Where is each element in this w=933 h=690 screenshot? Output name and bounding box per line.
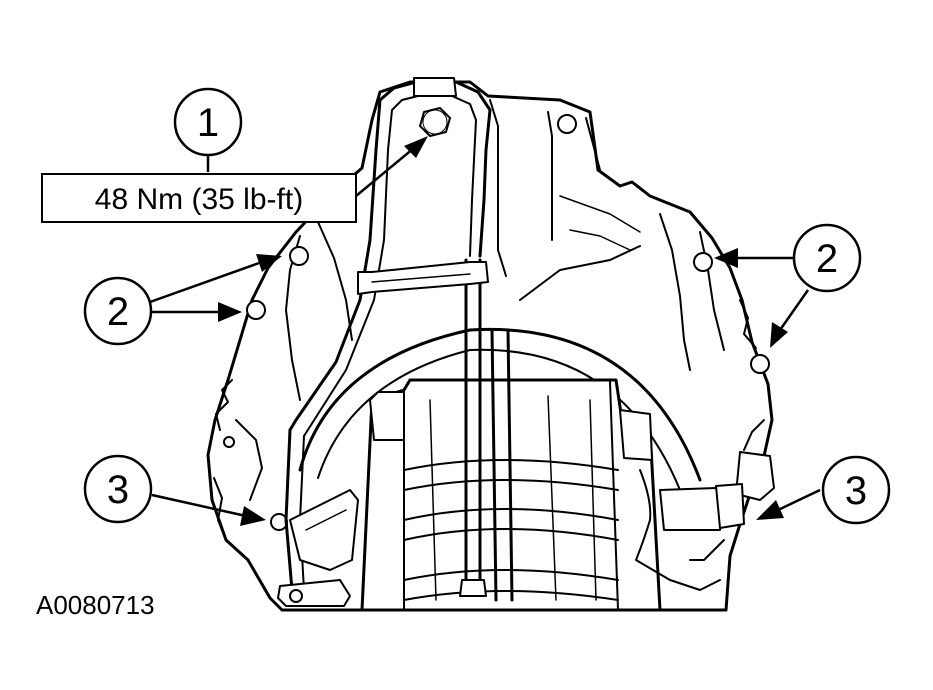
callout-2-left-label: 2 bbox=[107, 290, 129, 334]
callout-3-right-label: 3 bbox=[845, 469, 867, 513]
torque-spec-label: 48 Nm (35 lb-ft) bbox=[95, 183, 303, 216]
figure-id: A0080713 bbox=[36, 590, 155, 620]
right-tube-fitting bbox=[659, 451, 775, 561]
leader-lines bbox=[149, 136, 821, 526]
tube-bracket bbox=[277, 77, 492, 607]
callout-2-right-label: 2 bbox=[816, 237, 838, 281]
housing-bolt-holes bbox=[223, 114, 770, 531]
torque-spec-box: 48 Nm (35 lb-ft) bbox=[41, 173, 357, 223]
callout-1: 1 bbox=[173, 87, 243, 157]
callout-2-right: 2 bbox=[792, 223, 862, 293]
callout-2-left: 2 bbox=[83, 276, 153, 346]
callout-3-left: 3 bbox=[83, 454, 153, 524]
dipstick-tube bbox=[459, 258, 514, 602]
callout-3-right: 3 bbox=[821, 455, 891, 525]
callout-1-label: 1 bbox=[197, 101, 219, 145]
callout-3-left-label: 3 bbox=[107, 468, 129, 512]
